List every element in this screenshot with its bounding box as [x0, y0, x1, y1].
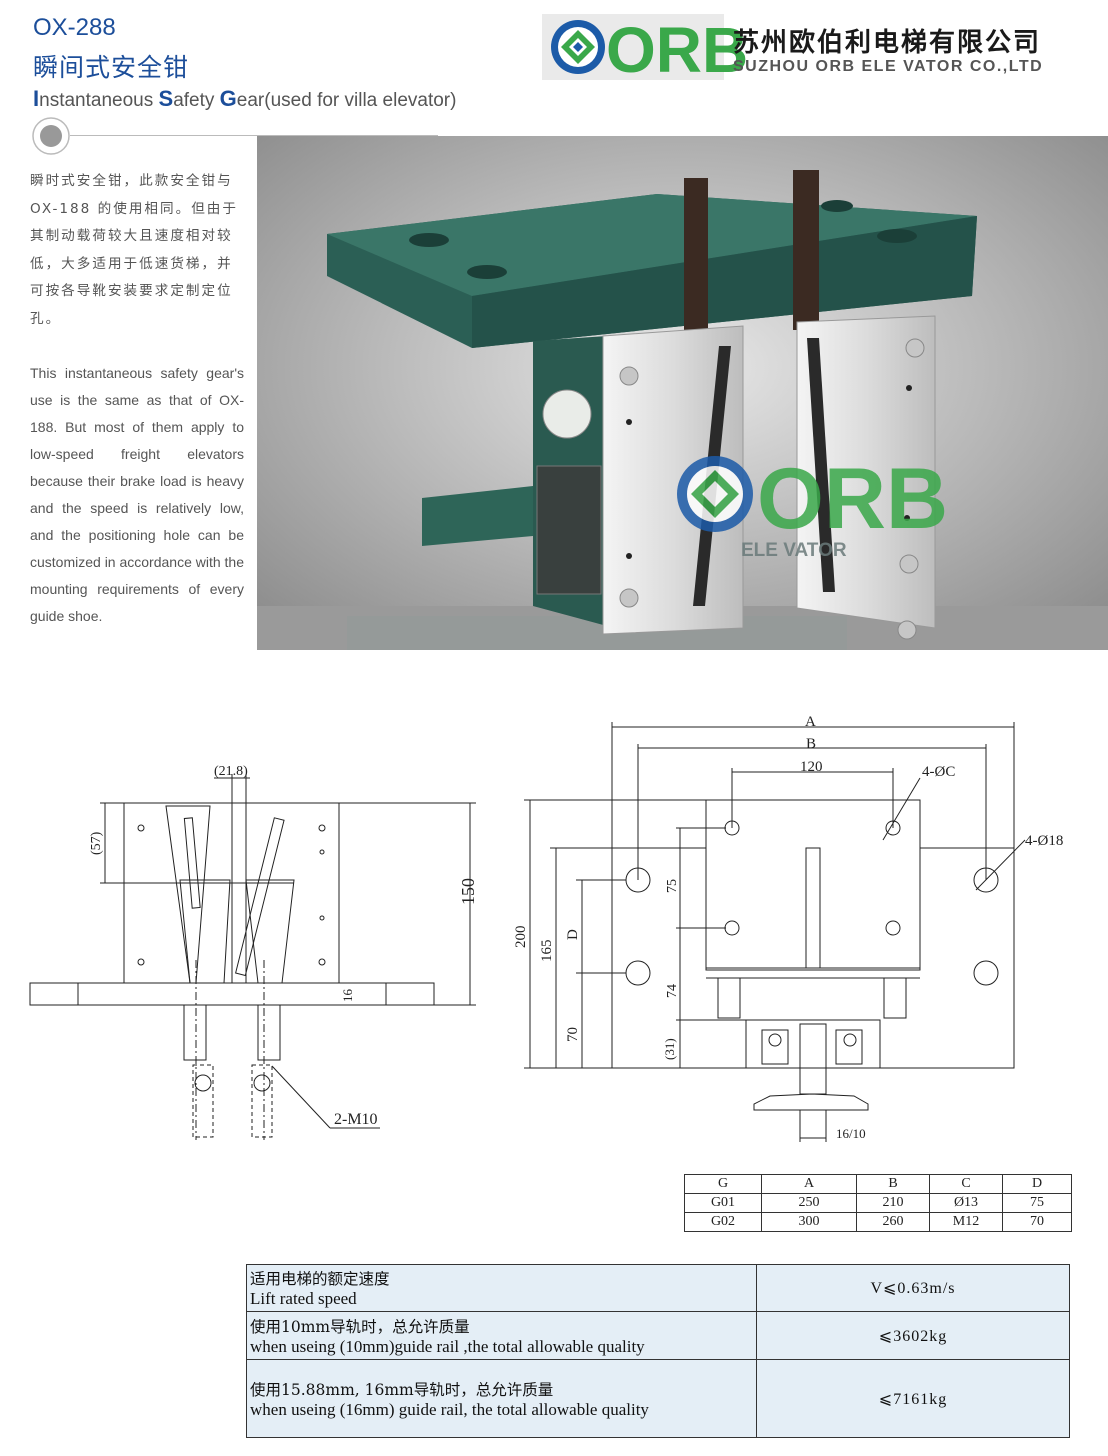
spec-row: 使用15.88mm, 16mm导轨时，总允许质量 when useing (16…	[246, 1359, 1070, 1438]
table-cell: 70	[1002, 1212, 1072, 1232]
svg-text:B: B	[806, 736, 816, 752]
spec-label-cn: 适用电梯的额定速度	[250, 1270, 390, 1288]
svg-text:150: 150	[458, 878, 478, 905]
svg-text:(21.8): (21.8)	[214, 764, 248, 779]
svg-text:(31): (31)	[662, 1038, 677, 1060]
spec-label-en: Lift rated speed	[250, 1289, 357, 1308]
table-header-row: G A B C D	[684, 1174, 1072, 1194]
svg-text:A: A	[805, 714, 816, 730]
company-name-en: SUZHOU ORB ELE VATOR CO.,LTD	[733, 58, 1044, 75]
spec-label: 适用电梯的额定速度 Lift rated speed	[246, 1264, 757, 1312]
svg-text:16: 16	[340, 989, 355, 1003]
spec-label: 使用15.88mm, 16mm导轨时，总允许质量 when useing (16…	[246, 1359, 757, 1438]
section-bullet-icon	[32, 117, 70, 155]
header-cell: D	[1002, 1174, 1072, 1194]
product-photo: ORB ELE VATOR	[257, 136, 1108, 650]
spec-label-en: when useing (10mm)guide rail ,the total …	[250, 1336, 645, 1356]
product-title-cn: 瞬间式安全钳	[33, 53, 190, 82]
spec-row: 使用10mm导轨时，总允许质量 when useing (10mm)guide …	[246, 1311, 1070, 1360]
header-cell: A	[761, 1174, 857, 1194]
spec-label-en: when useing (16mm) guide rail, the total…	[250, 1399, 649, 1419]
table-cell: M12	[929, 1212, 1003, 1232]
table-cell: 250	[761, 1193, 857, 1213]
svg-text:2-M10: 2-M10	[334, 1111, 378, 1128]
svg-text:ORB: ORB	[606, 14, 748, 80]
header-cell: G	[684, 1174, 762, 1194]
company-name-cn: 苏州欧伯利电梯有限公司	[733, 28, 1042, 58]
spec-label-cn: 使用15.88mm, 16mm导轨时，总允许质量	[250, 1380, 554, 1399]
svg-text:D: D	[565, 929, 581, 940]
spec-value: ⩽7161kg	[756, 1359, 1070, 1438]
svg-text:165: 165	[539, 940, 555, 963]
svg-text:ORB: ORB	[757, 451, 948, 547]
svg-text:ELE VATOR: ELE VATOR	[741, 540, 847, 561]
product-title-en: Instantaneous Safety Gear(used for villa…	[33, 86, 457, 111]
table-cell: 210	[856, 1193, 930, 1213]
svg-text:200: 200	[513, 926, 529, 949]
table-cell: 75	[1002, 1193, 1072, 1213]
svg-text:4-ØC: 4-ØC	[922, 764, 955, 780]
spec-label-cn: 使用10mm导轨时，总允许质量	[250, 1317, 470, 1336]
dimension-table: G A B C D G01 250 210 Ø13 75 G02 300 260…	[684, 1174, 1072, 1232]
spec-row: 适用电梯的额定速度 Lift rated speed V⩽0.63m/s	[246, 1264, 1070, 1312]
table-cell: G01	[684, 1193, 762, 1213]
svg-text:74: 74	[665, 984, 680, 998]
table-cell: 300	[761, 1212, 857, 1232]
spec-value: ⩽3602kg	[756, 1311, 1070, 1360]
divider-line	[70, 135, 438, 136]
front-view: A B 120 4-ØC 4-Ø18 200 165 D 70 75 74 (3…	[513, 714, 1063, 1142]
model-number: OX-288	[33, 14, 116, 41]
company-logo: ORB	[542, 14, 1104, 86]
table-row: G02 300 260 M12 70	[684, 1212, 1072, 1232]
spec-label: 使用10mm导轨时，总允许质量 when useing (10mm)guide …	[246, 1311, 757, 1360]
spec-value: V⩽0.63m/s	[756, 1264, 1070, 1312]
header-cell: B	[856, 1174, 930, 1194]
table-cell: G02	[684, 1212, 762, 1232]
svg-text:70: 70	[565, 1027, 581, 1042]
svg-text:(57): (57)	[89, 831, 104, 855]
svg-text:75: 75	[665, 879, 680, 893]
svg-text:16/10: 16/10	[836, 1126, 866, 1141]
description-en: This instantaneous safety gear's use is …	[30, 365, 244, 624]
table-cell: 260	[856, 1212, 930, 1232]
spec-table: 适用电梯的额定速度 Lift rated speed V⩽0.63m/s 使用1…	[246, 1264, 1070, 1438]
svg-text:4-Ø18: 4-Ø18	[1025, 833, 1063, 849]
svg-text:120: 120	[800, 759, 823, 775]
description-cn: 瞬时式安全钳，此款安全钳与 OX-188 的使用相同。但由于其制动载荷较大且速度…	[30, 173, 238, 327]
side-view: (21.8) (57) 150 16 2-M10	[29, 764, 478, 1140]
table-row: G01 250 210 Ø13 75	[684, 1193, 1072, 1213]
table-cell: Ø13	[929, 1193, 1003, 1213]
header-cell: C	[929, 1174, 1003, 1194]
technical-drawing: (21.8) (57) 150 16 2-M10	[0, 660, 1108, 1160]
